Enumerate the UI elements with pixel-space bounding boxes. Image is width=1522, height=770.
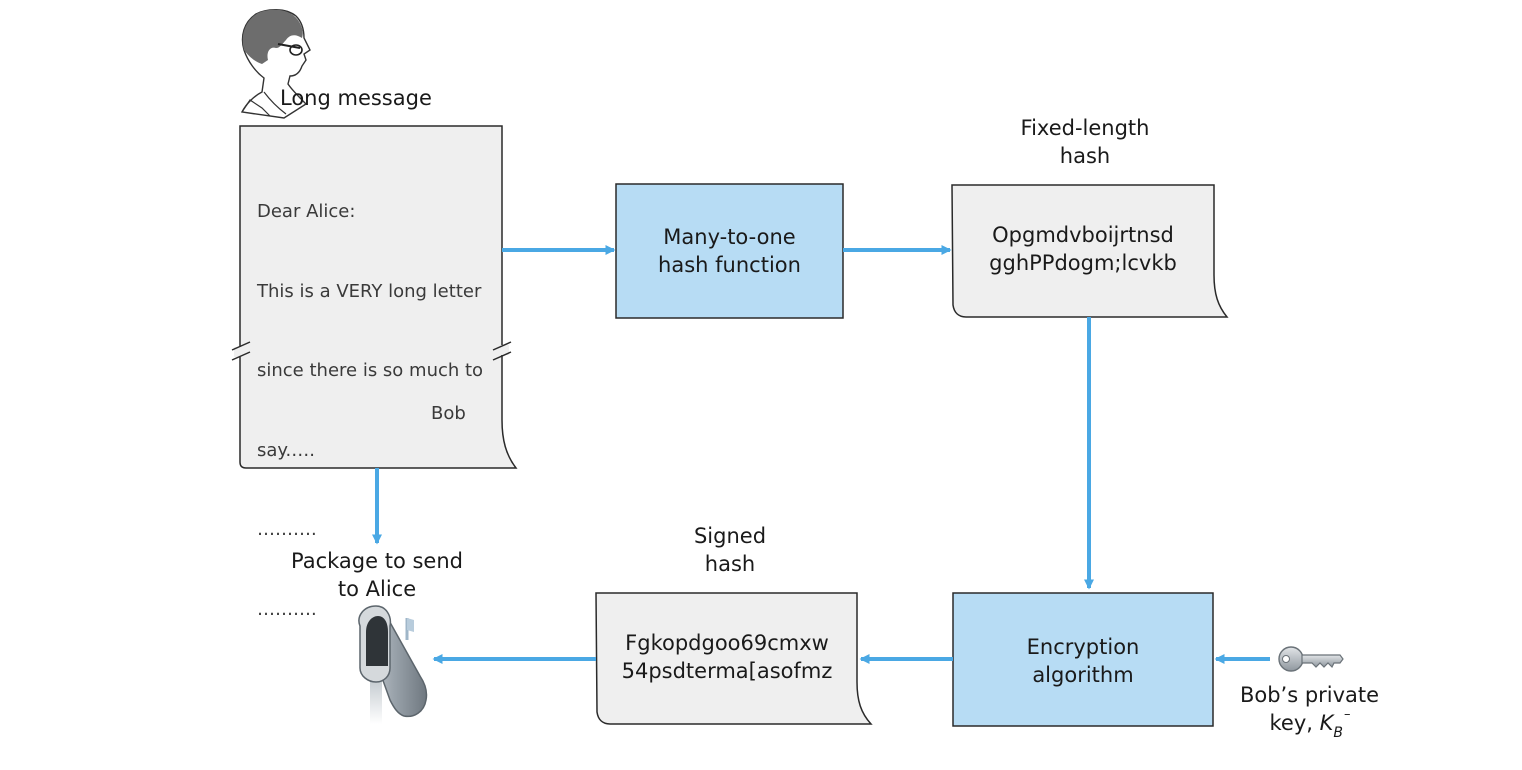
letter-line: This is a VERY long letter [257, 280, 482, 302]
encryption-line: Encryption [1026, 635, 1140, 659]
label-line: key, KB– [1222, 707, 1397, 745]
package-label: Package to send to Alice [272, 547, 482, 603]
key-superscript: – [1344, 706, 1351, 722]
label-line: Package to send [291, 549, 463, 573]
document-break-marks [231, 341, 512, 361]
hash-function-line: hash function [658, 253, 801, 277]
long-message-label: Long message [280, 84, 470, 112]
hash-function-box [615, 183, 844, 319]
label-line: hash [704, 552, 756, 576]
hash-function-line: Many-to-one [663, 225, 796, 249]
label-line: Bob’s private [1239, 683, 1380, 707]
letter-line: say.…. [257, 439, 315, 461]
hash-function-label: Many-to-one hash function [616, 223, 843, 279]
key-label-prefix: key, [1269, 711, 1320, 735]
encryption-box [952, 592, 1214, 727]
mailbox-icon [358, 605, 428, 724]
letter-line: ………. [257, 598, 317, 620]
letter-line: ………. [257, 519, 317, 540]
fixed-length-hash-label: Fixed-length hash [985, 114, 1185, 170]
fixed-hash-document [951, 184, 1229, 318]
fixed-hash-value: Opgmdvboijrtnsd gghPPdogm;lcvkb [952, 221, 1214, 277]
key-subscript-text: B [1333, 725, 1343, 742]
hash-value-line: Opgmdvboijrtnsd [992, 223, 1174, 247]
signed-hash-label: Signed hash [650, 522, 810, 578]
hash-value-line: Fgkopdgoo69cmxw [625, 631, 829, 655]
encryption-label: Encryption algorithm [953, 633, 1213, 689]
label-line: Fixed-length [1020, 116, 1150, 140]
encryption-line: algorithm [1032, 663, 1134, 687]
key-subscript: B– [1333, 707, 1350, 742]
letter-body: Dear Alice: This is a VERY long letter s… [257, 146, 497, 650]
private-key-label: Bob’s private key, KB– [1222, 681, 1397, 745]
label-line: Signed [693, 524, 767, 548]
key-symbol: K [1319, 711, 1334, 735]
letter-line: Dear Alice: [257, 201, 356, 222]
label-line: to Alice [337, 577, 417, 601]
key-icon [1278, 646, 1344, 672]
hash-value-line: gghPPdogm;lcvkb [989, 251, 1177, 275]
long-message-document [239, 125, 518, 469]
hash-value-line: 54psdterma[asofmz [621, 659, 833, 683]
person-icon [240, 9, 311, 119]
signed-hash-document [595, 592, 873, 725]
long-message-text: Long message [280, 86, 432, 110]
label-line: hash [1059, 144, 1111, 168]
letter-signature: Bob [431, 403, 466, 424]
letter-line: since there is so much to [257, 360, 484, 381]
signed-hash-value: Fgkopdgoo69cmxw 54psdterma[asofmz [596, 629, 858, 685]
